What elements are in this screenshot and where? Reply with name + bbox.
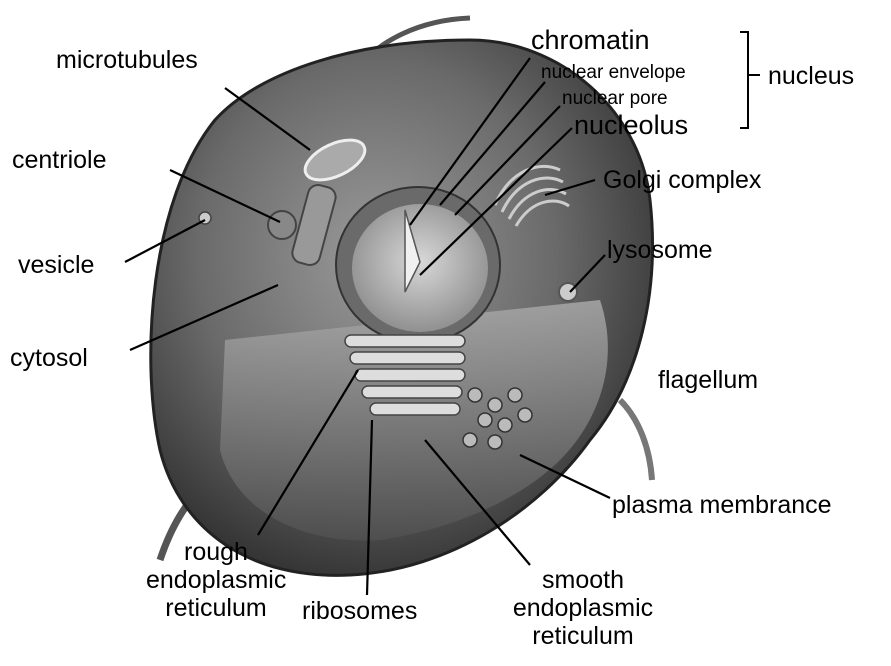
label-plasma-membrane: plasma membrance [612,491,832,519]
label-rough-er: rough endoplasmic reticulum [146,538,286,622]
label-centriole: centriole [12,146,107,174]
nucleus-inner [352,204,488,332]
label-chromatin: chromatin [531,26,650,54]
flagellum-right [620,400,652,480]
label-smooth-er-line2: endoplasmic [508,594,658,622]
label-nuclear-pore: nuclear pore [562,88,668,110]
label-lysosome: lysosome [607,236,713,264]
label-vesicle: vesicle [18,251,94,279]
label-microtubules: microtubules [56,46,198,74]
label-rough-er-line1: rough [146,538,286,566]
label-rough-er-line2: endoplasmic [146,566,286,594]
label-smooth-er-line3: reticulum [508,622,658,650]
label-cytosol: cytosol [10,344,88,372]
label-nucleolus: nucleolus [574,111,688,139]
label-smooth-er-line1: smooth [508,566,658,594]
label-rough-er-line3: reticulum [146,594,286,622]
lysosome-shape [559,283,577,301]
label-nuclear-envelope: nuclear envelope [541,62,686,84]
label-smooth-er: smooth endoplasmic reticulum [508,566,658,650]
label-golgi-complex: Golgi complex [603,166,761,194]
label-ribosomes: ribosomes [302,597,417,625]
nucleus-bracket [740,32,748,128]
label-flagellum: flagellum [658,366,758,394]
label-nucleus: nucleus [768,62,854,90]
centriole-shape [268,211,296,239]
